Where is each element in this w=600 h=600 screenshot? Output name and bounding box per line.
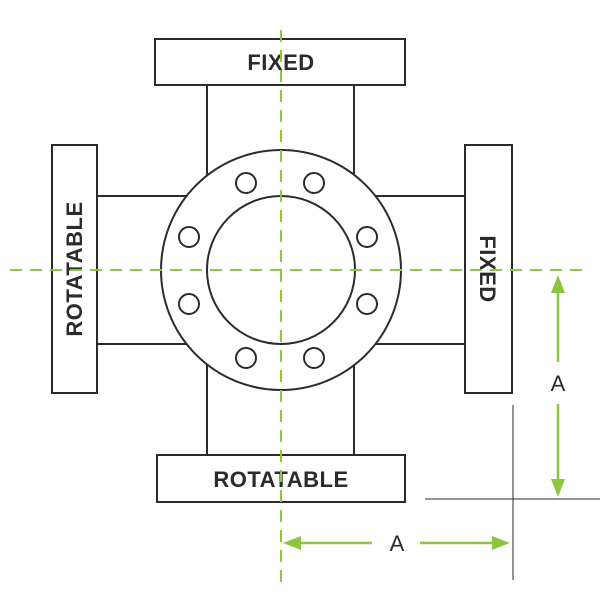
- bolt-hole: [356, 226, 378, 248]
- bolt-holes: [178, 172, 378, 369]
- arrow-right-icon: [492, 536, 510, 550]
- horizontal-dimension-label: A: [390, 531, 405, 556]
- bolt-hole: [303, 347, 325, 369]
- vertical-dimension-label: A: [551, 371, 566, 396]
- bolt-hole: [235, 347, 257, 369]
- vertical-dimension: A: [551, 275, 566, 497]
- bolt-hole: [178, 226, 200, 248]
- arrow-left-icon: [283, 536, 301, 550]
- arrow-up-icon: [551, 275, 565, 293]
- bolt-hole: [235, 172, 257, 194]
- bolt-hole: [303, 172, 325, 194]
- bolt-hole: [356, 293, 378, 315]
- bolt-hole: [178, 293, 200, 315]
- horizontal-dimension: A: [283, 531, 510, 556]
- arrow-down-icon: [551, 479, 565, 497]
